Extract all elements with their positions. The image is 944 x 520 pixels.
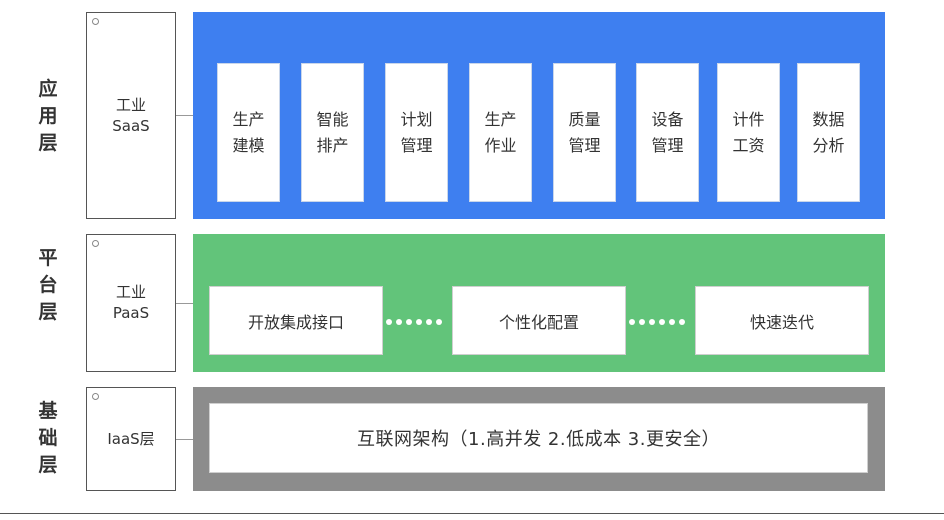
paas-box-integration: 开放集成接口: [209, 286, 383, 355]
saas-band: 生产 建模 智能 排产 计划 管理 生产 作业 质量 管理 设备 管理 计件 工…: [193, 12, 885, 219]
tier-box-iaas: IaaS层: [86, 387, 176, 491]
module-card: 计划 管理: [385, 63, 448, 202]
iaas-description: 互联网架构（1.高并发 2.低成本 3.更安全）: [209, 403, 868, 473]
tier-label-saas: 工业 SaaS: [112, 95, 150, 135]
layer-label-application: 应 用 层: [38, 78, 58, 154]
module-card: 数据 分析: [797, 63, 860, 202]
module-card: 智能 排产: [301, 63, 364, 202]
module-card: 计件 工资: [717, 63, 780, 202]
circle-icon: [92, 393, 99, 400]
circle-icon: [92, 240, 99, 247]
module-card: 设备 管理: [636, 63, 699, 202]
paas-box-config: 个性化配置: [452, 286, 626, 355]
connector-line: [176, 303, 193, 304]
dotted-connector: [386, 319, 442, 325]
layer-label-foundation: 基 础 层: [38, 400, 58, 476]
dotted-connector: [629, 319, 685, 325]
connector-line: [176, 115, 193, 116]
connector-line: [176, 439, 193, 440]
bottom-divider: [0, 513, 944, 514]
tier-box-paas: 工业 PaaS: [86, 234, 176, 372]
tier-label-iaas: IaaS层: [107, 429, 155, 448]
circle-icon: [92, 18, 99, 25]
paas-box-iteration: 快速迭代: [695, 286, 869, 355]
tier-label-paas: 工业 PaaS: [112, 283, 150, 322]
module-card: 生产 作业: [469, 63, 532, 202]
iaas-band: 互联网架构（1.高并发 2.低成本 3.更安全）: [193, 387, 885, 491]
module-card: 质量 管理: [553, 63, 616, 202]
paas-band: 开放集成接口 个性化配置 快速迭代: [193, 234, 885, 372]
tier-box-saas: 工业 SaaS: [86, 12, 176, 219]
module-card: 生产 建模: [217, 63, 280, 202]
layer-label-platform: 平 台 层: [38, 247, 58, 323]
